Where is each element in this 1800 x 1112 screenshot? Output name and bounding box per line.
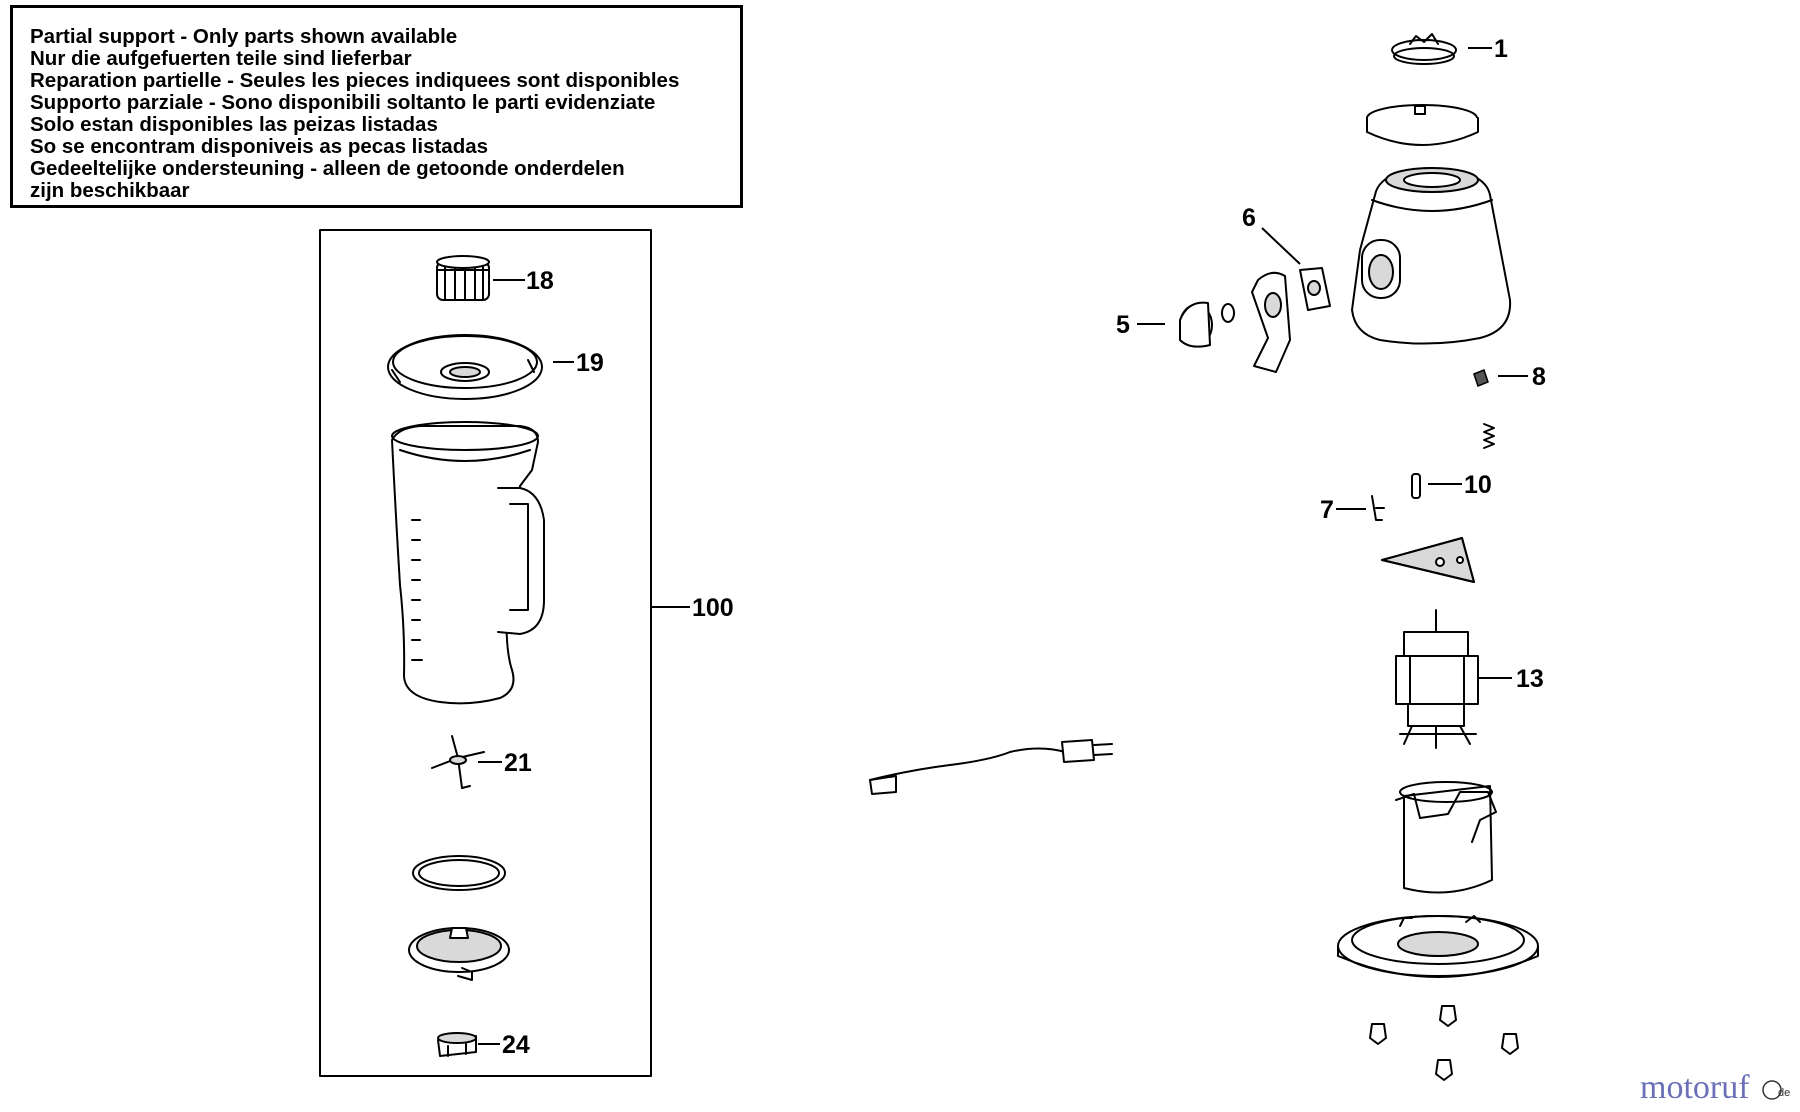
power-cord[interactable] [869, 739, 1113, 795]
part-8-screw[interactable] [1473, 369, 1489, 387]
rubber-feet[interactable] [1369, 1005, 1519, 1081]
label-18: 18 [526, 267, 554, 295]
motor-housing[interactable] [1351, 167, 1512, 345]
base-plate[interactable] [1337, 915, 1539, 978]
label-1: 1 [1494, 35, 1508, 63]
control-plate[interactable] [1251, 271, 1291, 373]
notice-line: Partial support - Only parts shown avail… [30, 25, 458, 48]
part-7-bracket[interactable] [1371, 495, 1385, 521]
label-21: 21 [504, 749, 532, 777]
part-10-clip[interactable] [1411, 473, 1421, 499]
sealing-ring[interactable] [412, 855, 506, 891]
part-6-switch[interactable] [1299, 267, 1331, 311]
label-5: 5 [1116, 311, 1130, 339]
part-13-motor[interactable] [1395, 609, 1479, 749]
part-1-drive-coupler[interactable] [1391, 33, 1457, 65]
notice-line: Reparation partielle - Seules les pieces… [30, 69, 680, 92]
jar-body[interactable] [391, 421, 545, 705]
label-10: 10 [1464, 471, 1492, 499]
mounting-plate[interactable] [1381, 537, 1475, 583]
notice-line: Solo estan disponibles las peizas listad… [30, 113, 438, 136]
partial-support-notice: Partial support - Only parts shown avail… [10, 5, 743, 208]
label-7: 7 [1320, 496, 1334, 524]
label-24: 24 [502, 1031, 530, 1059]
jar-base[interactable] [408, 927, 510, 981]
label-13: 13 [1516, 665, 1544, 693]
label-8: 8 [1532, 363, 1546, 391]
motor-cover[interactable] [1395, 781, 1497, 894]
label-6: 6 [1242, 204, 1256, 232]
watermark-text: motoruf [1640, 1069, 1750, 1106]
part-18-measuring-cap[interactable] [436, 255, 490, 301]
jar-assembly-frame [319, 229, 652, 1077]
watermark-suffix: de [1778, 1087, 1790, 1099]
part-24-coupler[interactable] [437, 1032, 477, 1057]
leader-line [1261, 227, 1301, 265]
watermark: motoruf de [1640, 1069, 1790, 1106]
notice-line: Gedeeltelijke ondersteuning - alleen de … [30, 157, 625, 180]
notice-line: Nur die aufgefuerten teile sind lieferba… [30, 47, 412, 70]
label-19: 19 [576, 349, 604, 377]
part-5-knob[interactable] [1179, 301, 1235, 348]
top-ring[interactable] [1366, 104, 1479, 146]
label-100: 100 [692, 594, 734, 622]
part-19-lid[interactable] [387, 334, 543, 400]
notice-line: So se encontram disponiveis as pecas lis… [30, 135, 489, 158]
notice-line: zijn beschikbaar [30, 179, 190, 202]
part-21-blade[interactable] [431, 735, 485, 789]
watermark-logo-icon [1762, 1080, 1782, 1100]
notice-line: Supporto parziale - Sono disponibili sol… [30, 91, 656, 114]
spring[interactable] [1483, 423, 1495, 449]
